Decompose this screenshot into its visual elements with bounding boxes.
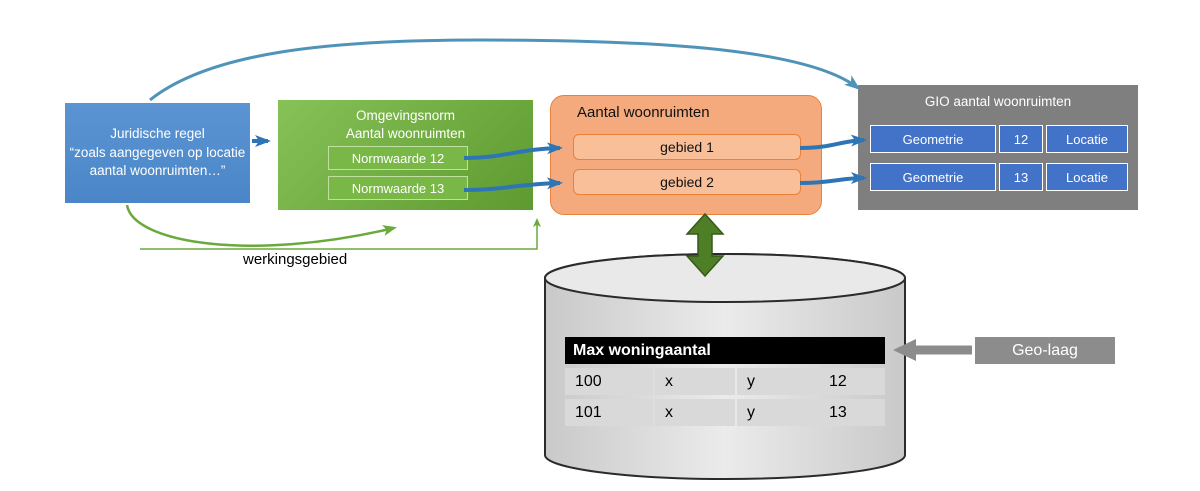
max-woningaantal-table: Max woningaantal 100 x y 12 101 x y 13 (565, 337, 885, 426)
juridische-regel-box: Juridische regel “zoals aangegeven op lo… (65, 103, 250, 203)
gio-box: GIO aantal woonruimten Geometrie 12 Loca… (858, 85, 1138, 210)
locatie-cell-1: Locatie (1046, 125, 1128, 153)
table-cell: 12 (819, 368, 885, 395)
value-cell-12: 12 (999, 125, 1043, 153)
normwaarde-12-box: Normwaarde 12 (328, 146, 468, 170)
gio-row-2: Geometrie 13 Locatie (870, 163, 1128, 191)
table-cell: x (655, 368, 735, 395)
table-cell: y (737, 368, 817, 395)
table-cell: y (737, 399, 817, 426)
omgevingsnorm-box: Omgevingsnorm Aantal woonruimten Normwaa… (278, 100, 533, 210)
aantal-woonruimten-box: Aantal woonruimten gebied 1 gebied 2 (550, 95, 822, 215)
table-row: 100 x y 12 (565, 368, 885, 395)
juridische-regel-text: Juridische regel “zoals aangegeven op lo… (69, 126, 246, 179)
gio-title: GIO aantal woonruimten (924, 94, 1072, 109)
gio-row-1: Geometrie 12 Locatie (870, 125, 1128, 153)
omgevingsnorm-title: Omgevingsnorm Aantal woonruimten (345, 108, 466, 142)
table-row: 101 x y 13 (565, 399, 885, 426)
gebied-2-box: gebied 2 (573, 169, 801, 195)
table-header: Max woningaantal (565, 337, 885, 364)
table-cell: 101 (565, 399, 653, 426)
gebied-1-box: gebied 1 (573, 134, 801, 160)
geo-laag-label: Geo-laag (975, 337, 1115, 364)
normwaarde-12-label: Normwaarde 12 (351, 150, 445, 166)
table-cell: 13 (819, 399, 885, 426)
gebied-1-label: gebied 1 (660, 139, 714, 155)
gebied-2-label: gebied 2 (660, 174, 714, 190)
table-cell: 100 (565, 368, 653, 395)
werkingsgebied-label: werkingsgebied (243, 251, 348, 268)
geometrie-cell-1: Geometrie (870, 125, 996, 153)
value-cell-13: 13 (999, 163, 1043, 191)
normwaarde-13-box: Normwaarde 13 (328, 176, 468, 200)
geometrie-cell-2: Geometrie (870, 163, 996, 191)
locatie-cell-2: Locatie (1046, 163, 1128, 191)
aantal-woonruimten-title: Aantal woonruimten (577, 104, 710, 121)
cylinder-top (544, 253, 906, 303)
table-cell: x (655, 399, 735, 426)
normwaarde-13-label: Normwaarde 13 (351, 180, 445, 196)
